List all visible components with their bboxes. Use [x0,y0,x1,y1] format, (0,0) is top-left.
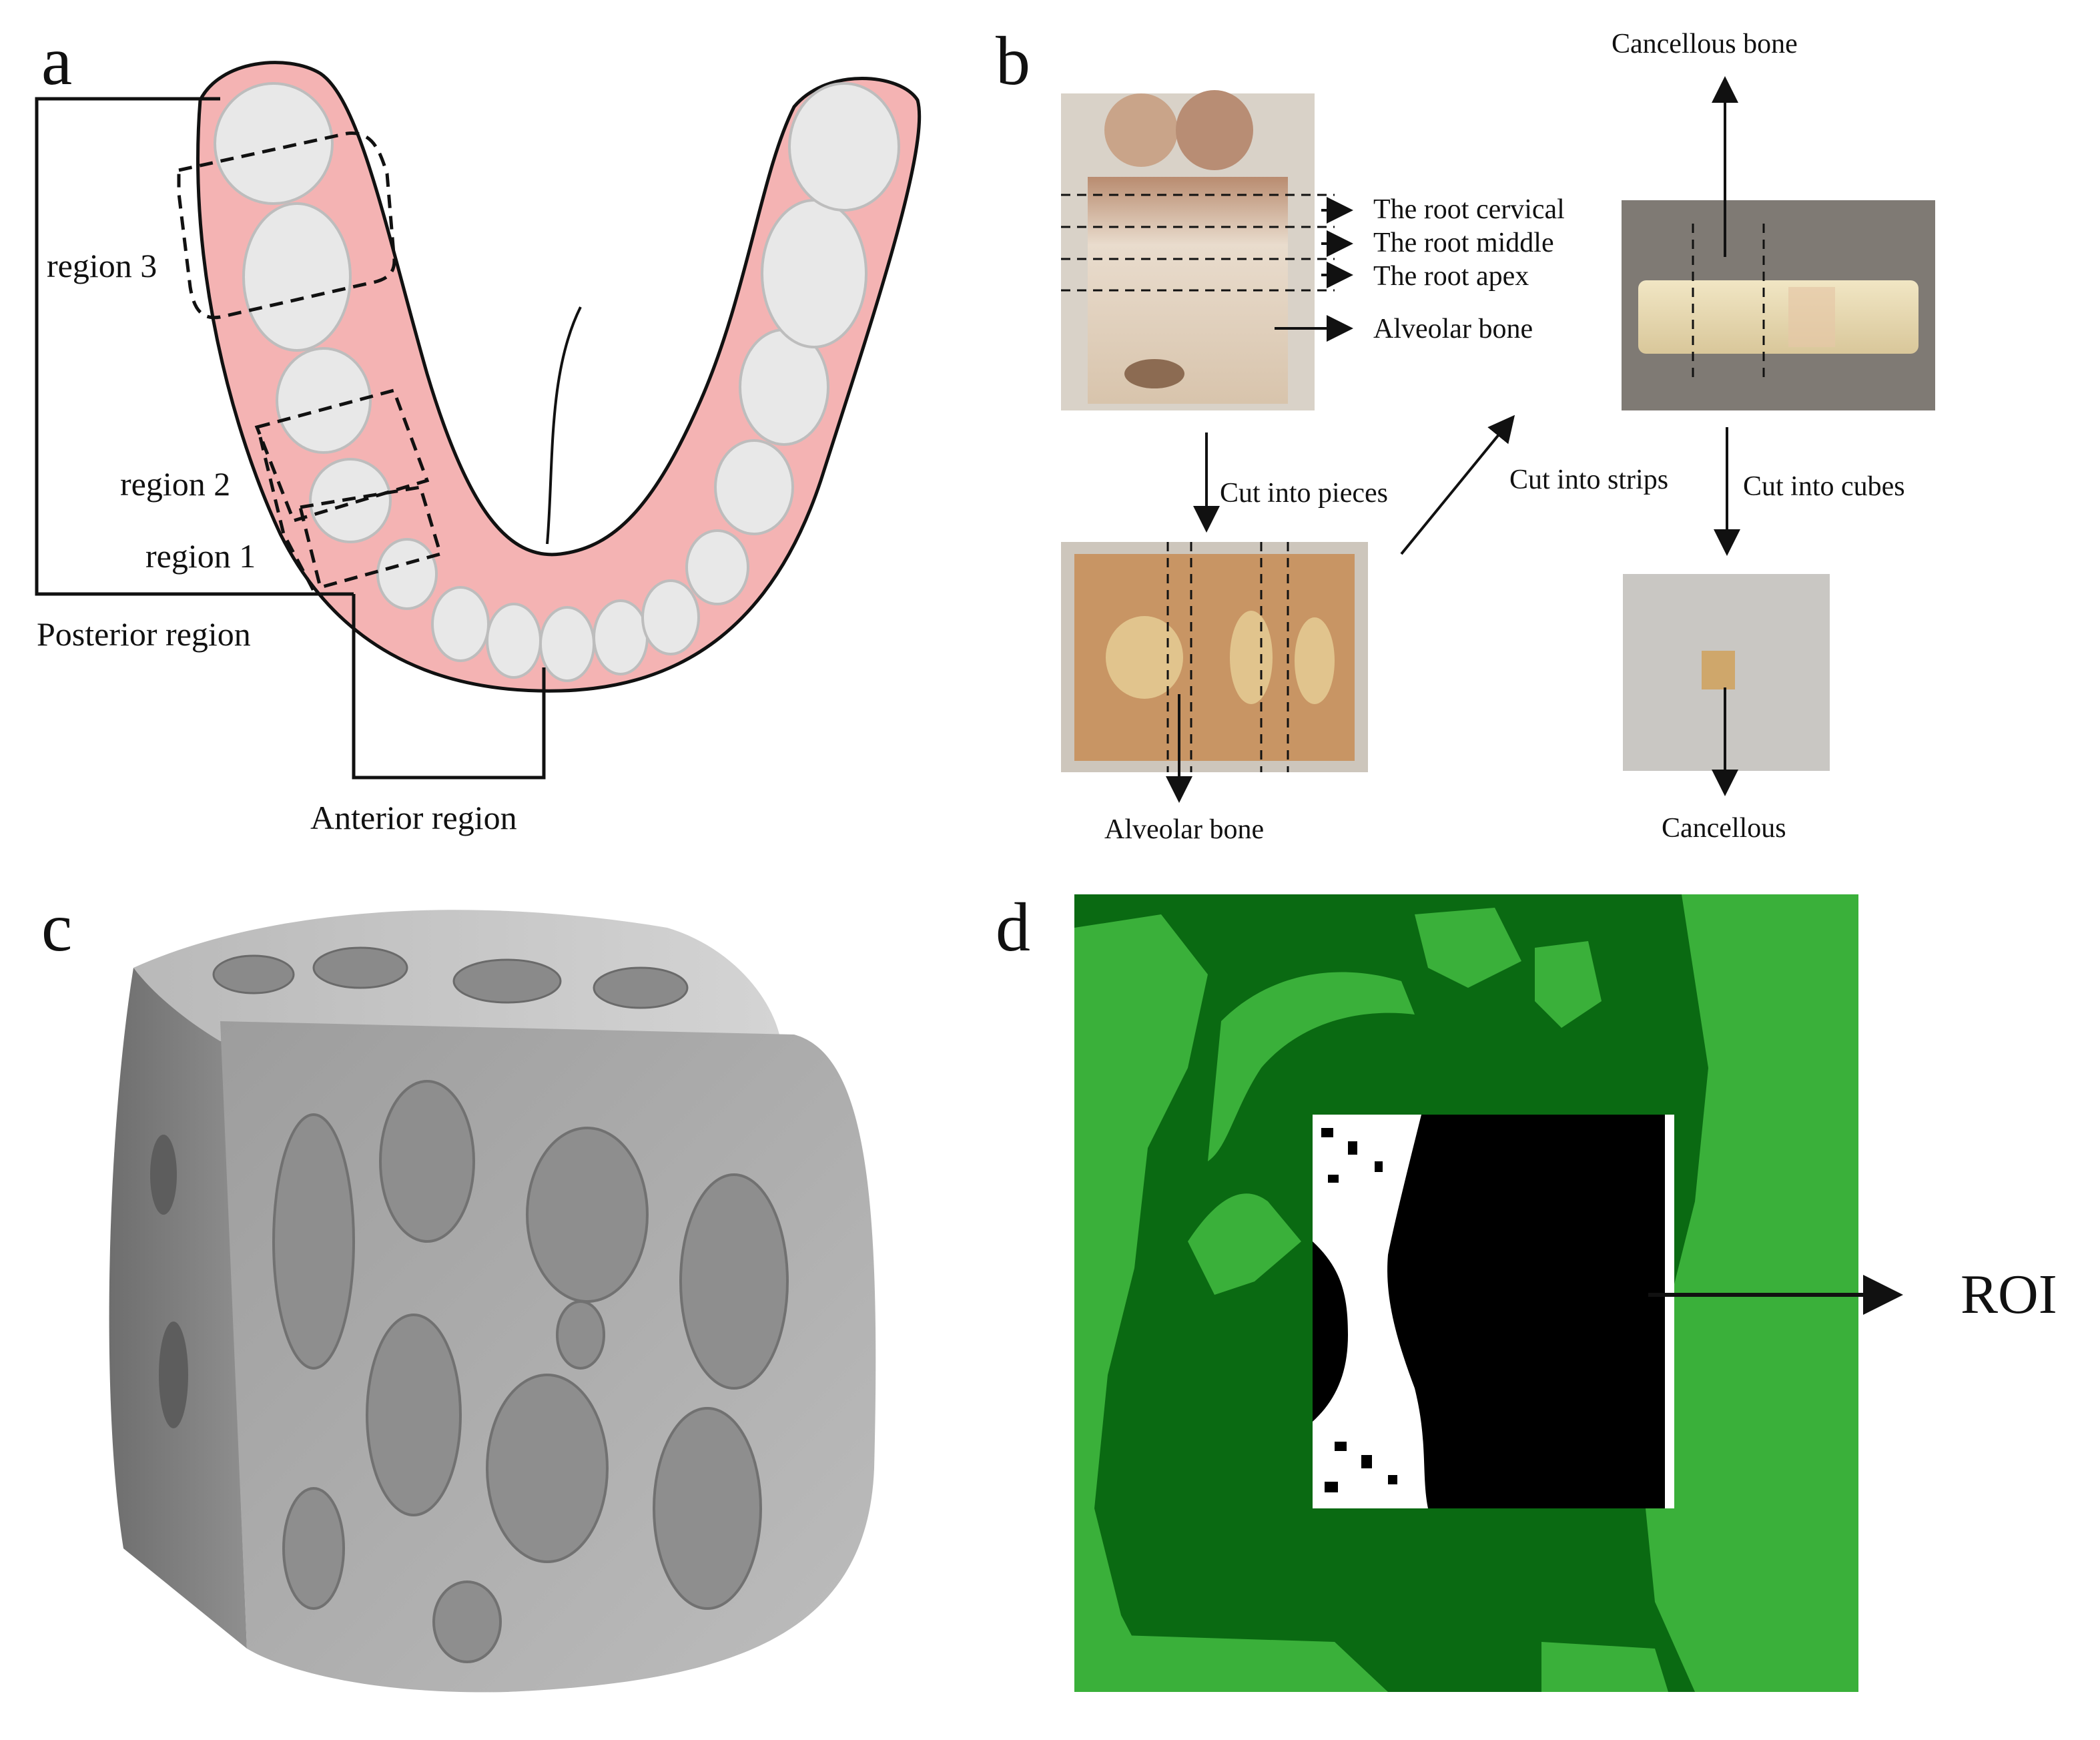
roi-speckles [1321,1128,1397,1492]
region-2-box [254,388,430,523]
region-1-label: region 1 [145,537,256,575]
panel-a-label: a [41,23,73,99]
panel-c-trabecular-cube [109,910,876,1693]
photo-strip [1622,200,1935,410]
posterior-bracket [35,97,354,596]
region-3-label: region 3 [47,247,157,284]
cut-strips-arrow [1400,414,1515,555]
panel-a-jaw-diagram [35,61,922,780]
front-pores [272,1080,789,1663]
cancellous-bone-label: Cancellous bone [1612,29,1798,59]
strip-cut-lines [1692,224,1765,384]
root-level-lines [1061,194,1335,292]
panel-b-sample-prep [1061,76,1935,803]
gum-arch [196,61,922,693]
posterior-region-label: Posterior region [37,615,251,653]
region-2-label: region 2 [120,465,231,503]
cancellous-label: Cancellous [1662,813,1786,844]
alveolar-bone-top-label: Alveolar bone [1373,314,1533,344]
region-3-box [177,131,396,320]
cut-cubes-label: Cut into cubes [1743,471,1905,502]
piece-cut-lines [1166,542,1289,772]
roi-white-edge [1665,1115,1674,1508]
anterior-region-label: Anterior region [310,799,517,836]
region-boxes [177,131,443,592]
right-posterior-teeth [685,82,900,605]
cut-strips-label: Cut into strips [1509,465,1669,495]
anterior-teeth [431,579,700,682]
root-cervical-label: The root cervical [1373,194,1565,225]
root-middle-label: The root middle [1373,228,1554,258]
region-1-outer [258,437,316,592]
photo-jaw-block [1061,90,1315,410]
region-1-box [298,485,443,590]
root-apex-label: The root apex [1373,261,1529,292]
anterior-bracket [352,594,546,780]
panel-d-roi-image [1074,894,1903,1692]
panel-d-label: d [996,889,1030,966]
roi-white-bone [1313,1115,1428,1508]
photo-pieces [1061,542,1368,772]
midline-stroke [546,306,582,545]
left-pores [150,1135,188,1428]
alveolar-bone-bottom-label: Alveolar bone [1104,814,1265,845]
root-level-arrows [1275,197,1353,342]
cut-pieces-label: Cut into pieces [1220,478,1388,509]
top-pores [212,946,689,1009]
roi-label: ROI [1961,1263,2057,1326]
panel-c-label: c [41,889,73,966]
cube-left-face [109,968,247,1649]
panel-b-label: b [996,23,1030,99]
